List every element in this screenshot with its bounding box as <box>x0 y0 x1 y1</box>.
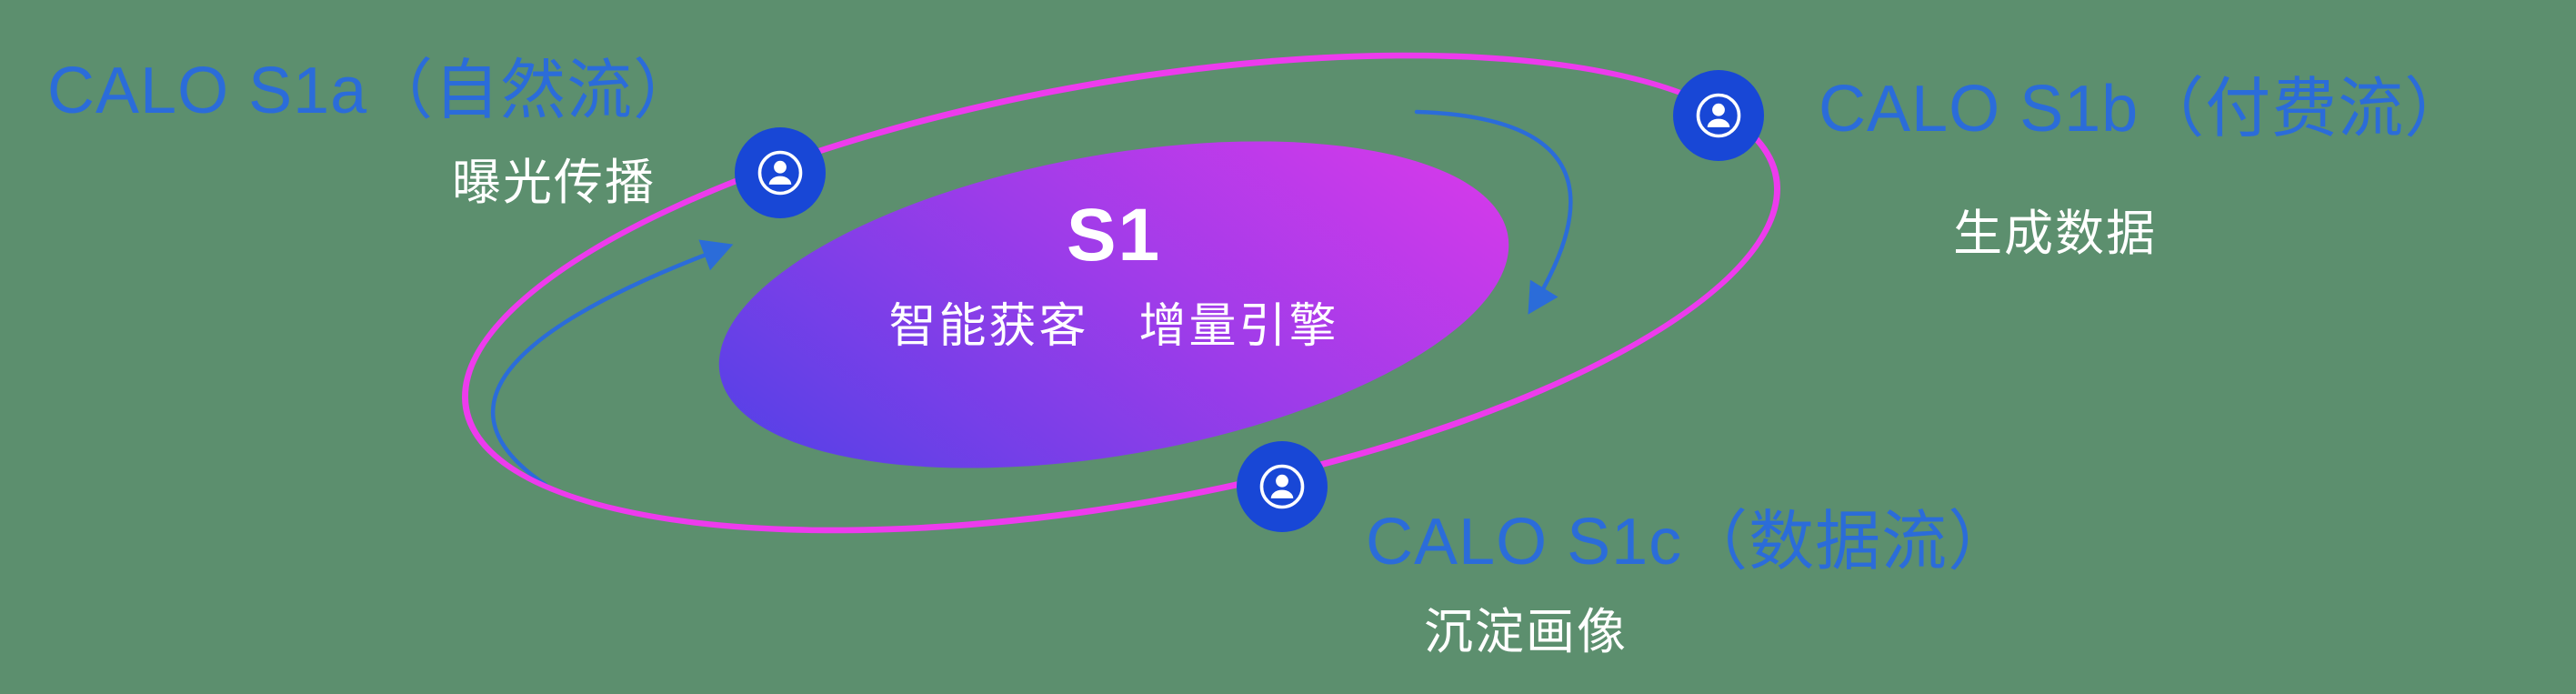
label-s1a: CALO S1a（自然流） <box>47 55 700 127</box>
arrow-right-downward <box>1414 109 1573 315</box>
core-text: S1 智能获客 增量引擎 <box>750 194 1478 356</box>
arrow-left-upward <box>491 239 734 488</box>
core-subtitle: 智能获客 增量引擎 <box>888 300 1339 354</box>
user-circle-icon <box>1259 464 1305 509</box>
sublabel-s1a: 曝光传播 <box>452 156 656 210</box>
user-circle-icon <box>1696 93 1741 138</box>
node-s1b-user-badge <box>1673 70 1764 161</box>
sublabel-s1b: 生成数据 <box>1953 206 2157 261</box>
label-s1c: CALO S1c（数据流） <box>1366 506 2015 578</box>
core-title: S1 <box>1066 194 1162 277</box>
user-circle-icon <box>757 150 803 196</box>
node-s1a-user-badge <box>735 127 826 218</box>
sublabel-s1c: 沉淀画像 <box>1424 605 1628 659</box>
label-s1b: CALO S1b（付费流） <box>1819 73 2471 146</box>
node-s1c-user-badge <box>1237 441 1328 532</box>
